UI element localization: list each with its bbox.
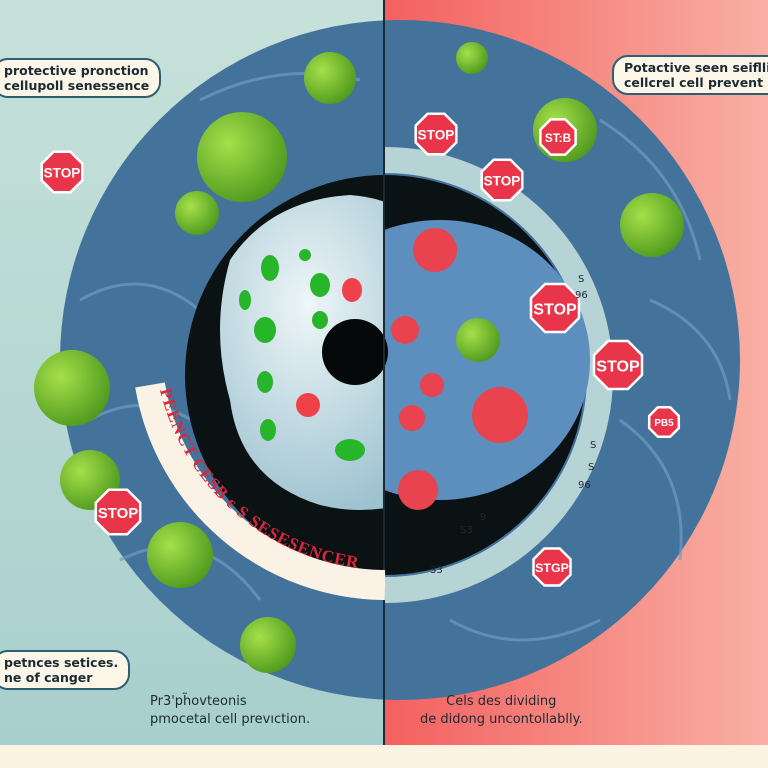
octagon-icon bbox=[94, 488, 142, 536]
stop-sign: STGP bbox=[532, 547, 572, 587]
bubble-line: petnces setices. bbox=[4, 655, 119, 670]
ring-label: S bbox=[590, 440, 596, 451]
stop-sign: STOP bbox=[592, 339, 644, 391]
ring-label: 9 bbox=[480, 512, 486, 523]
stop-sign: STOP bbox=[40, 150, 84, 194]
caption-line: Pr3'ph̃ovteonis bbox=[150, 694, 247, 709]
octagon-icon bbox=[414, 112, 458, 156]
caption-line: de didong uncontollablly. bbox=[420, 712, 583, 727]
ring-label: S bbox=[578, 274, 584, 285]
stop-sign: PB5 bbox=[647, 405, 681, 439]
stop-sign: ST:B bbox=[539, 118, 577, 156]
stop-sign-label: PB5 bbox=[654, 418, 674, 429]
red-spot bbox=[296, 393, 320, 417]
stop-sign-label: STOP bbox=[484, 174, 521, 189]
ring-label: S bbox=[588, 462, 594, 473]
left-top-speech-bubble: protective pronction cellupoll senessenc… bbox=[0, 58, 162, 98]
right-top-speech-bubble: Potactive seen seiflli cellcrel cell pre… bbox=[612, 55, 768, 95]
green-cell bbox=[456, 318, 500, 362]
red-spot bbox=[342, 278, 362, 302]
ring-label: S3 bbox=[460, 525, 473, 536]
nucleus-hole bbox=[322, 319, 388, 385]
octagon-icon bbox=[592, 339, 644, 391]
bubble-line: cellupoll senessence bbox=[4, 78, 150, 93]
stop-sign-label: STOP bbox=[44, 166, 81, 181]
bubble-line: Potactive seen seiflli bbox=[624, 60, 768, 75]
ring-label: 33 bbox=[430, 565, 443, 576]
caption-line: pmocetal cell prevıction. bbox=[150, 712, 311, 727]
stop-sign-label: STOP bbox=[533, 301, 577, 319]
left-bottom-speech-bubble: petnces setices. ne of canger bbox=[0, 650, 131, 690]
caption-line: Cels des dividing bbox=[446, 694, 557, 709]
bubble-line: cellcrel cell prevent bbox=[624, 75, 764, 90]
right-caption: Cels des dividing de didong uncontollabl… bbox=[420, 693, 583, 729]
stop-sign-label: STOP bbox=[98, 506, 138, 522]
left-caption: Pr3'ph̃ovteonis pmocetal cell prevıction… bbox=[150, 693, 310, 729]
cancer-cells bbox=[391, 228, 528, 510]
stop-sign-label: STGP bbox=[535, 561, 569, 575]
bubble-line: ne of canger bbox=[4, 670, 93, 685]
octagon-icon bbox=[532, 547, 572, 587]
octagon-icon bbox=[480, 158, 524, 202]
bubble-line: protective pronction bbox=[4, 63, 149, 78]
stop-sign-label: STOP bbox=[596, 358, 640, 376]
stop-sign: STOP bbox=[529, 282, 581, 334]
ring-label: 96 bbox=[578, 480, 591, 491]
ring-label: 96 bbox=[575, 290, 588, 301]
cell-spots bbox=[239, 249, 365, 461]
stop-sign-label: ST:B bbox=[545, 131, 571, 145]
bottom-margin bbox=[0, 745, 768, 768]
octagon-icon bbox=[529, 282, 581, 334]
senescence-band bbox=[135, 382, 386, 600]
stop-sign: STOP bbox=[414, 112, 458, 156]
stop-sign-label: STOP bbox=[418, 128, 455, 143]
octagon-icon bbox=[40, 150, 84, 194]
octagon-icon bbox=[539, 118, 577, 156]
stop-sign: STOP bbox=[94, 488, 142, 536]
stop-sign: STOP bbox=[480, 158, 524, 202]
octagon-icon bbox=[647, 405, 681, 439]
